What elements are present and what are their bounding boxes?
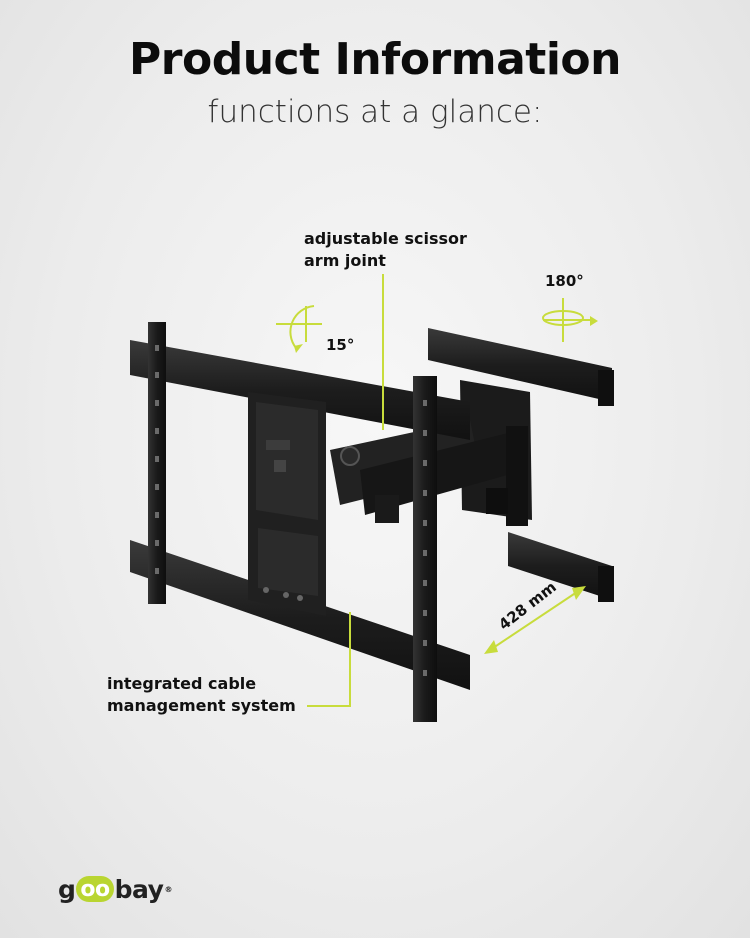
logo-oo: oo — [76, 876, 114, 902]
swivel-rotation-icon — [542, 298, 598, 342]
scissor-arm — [330, 380, 532, 526]
page-subtitle: functions at a glance: — [207, 94, 543, 130]
page-title: Product Information — [129, 34, 621, 85]
logo-registered-mark: ® — [164, 884, 172, 894]
scissor-joint-line1: adjustable scissor — [304, 229, 467, 248]
center-plate — [248, 392, 326, 616]
vertical-bars — [148, 322, 437, 722]
scissor-joint-callout: adjustable scissor arm joint — [304, 228, 467, 272]
tilt-rotation-icon — [276, 305, 322, 353]
cable-management-line2: management system — [107, 696, 296, 715]
horizontal-rails — [130, 340, 470, 690]
swivel-angle-label: 180° — [545, 272, 584, 290]
tilt-angle-label: 15° — [326, 336, 355, 354]
extension-arrow-icon — [484, 586, 586, 654]
wall-plate — [428, 328, 614, 602]
scissor-joint-line2: arm joint — [304, 251, 386, 270]
goobay-logo: g oo bay ® — [58, 873, 172, 905]
cable-management-callout: integrated cable management system — [107, 673, 296, 717]
logo-bay: bay — [114, 874, 164, 904]
cable-management-line1: integrated cable — [107, 674, 257, 693]
callout-lines — [307, 274, 384, 707]
logo-g: g — [58, 874, 76, 904]
